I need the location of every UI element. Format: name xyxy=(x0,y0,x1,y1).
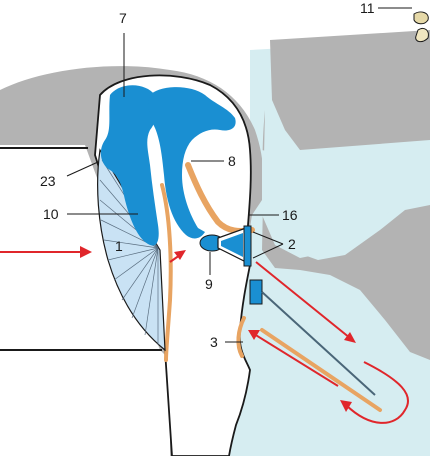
label-2: 2 xyxy=(288,236,296,252)
label-3: 3 xyxy=(210,334,218,350)
bone-upper-shelf xyxy=(270,30,430,150)
label-16: 16 xyxy=(282,207,298,223)
label-7: 7 xyxy=(119,10,127,26)
label-8: 8 xyxy=(228,153,236,169)
label-10: 10 xyxy=(43,206,59,222)
label-1: 1 xyxy=(115,238,123,254)
oval-window-plate xyxy=(250,280,262,304)
label-11: 11 xyxy=(360,0,375,16)
label-9: 9 xyxy=(205,276,213,292)
label-23: 23 xyxy=(40,173,56,189)
